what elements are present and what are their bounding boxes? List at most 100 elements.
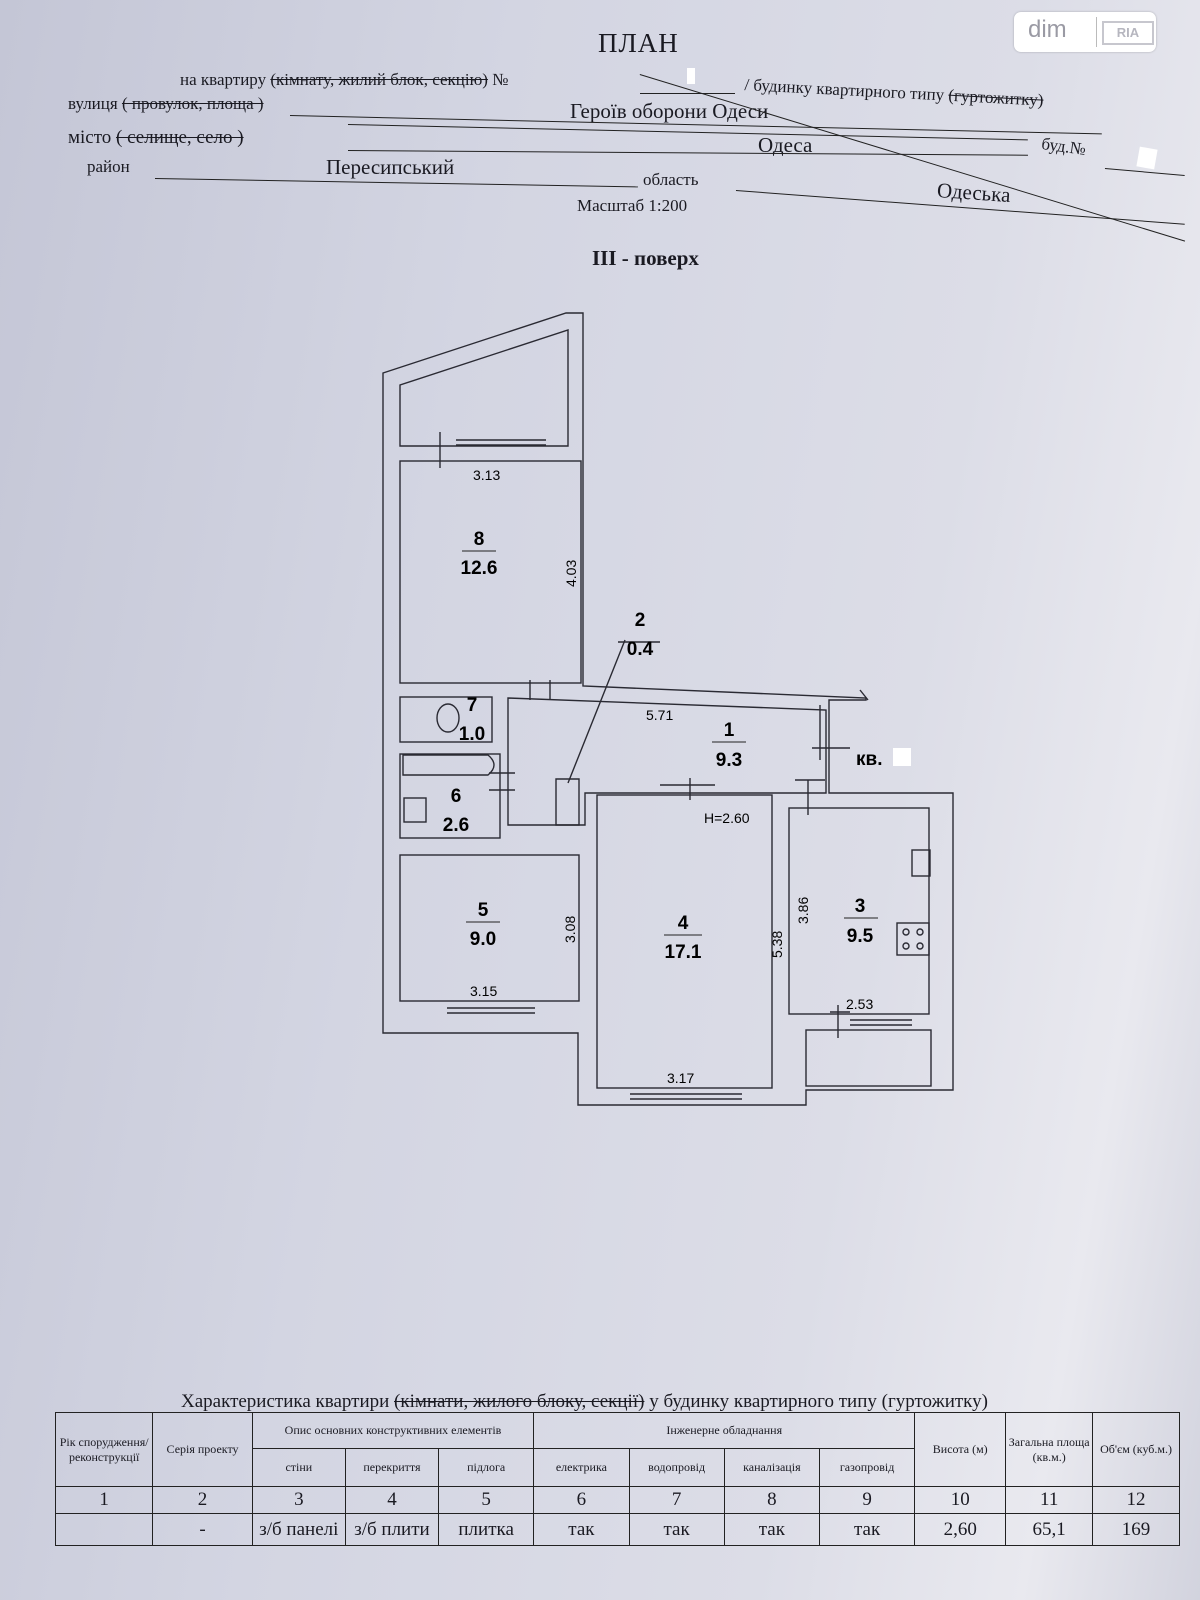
cell-area: 65,1 — [1005, 1513, 1094, 1546]
outer-wall — [382, 312, 954, 1106]
room-6-outline — [399, 753, 501, 839]
col-num: 10 — [914, 1486, 1007, 1514]
redaction-apartment-label — [893, 748, 911, 766]
bathtub-icon — [402, 754, 495, 776]
room-5-number: 5 — [478, 900, 489, 921]
room-1-outline — [507, 697, 827, 826]
dim-r3-height: 3.86 — [795, 897, 811, 924]
column-numbers-row: 1 2 3 4 5 6 7 8 9 10 11 12 — [54, 1486, 1180, 1514]
table-title-prefix: Характеристика квартири — [181, 1391, 390, 1412]
room-2-area: 0.4 — [627, 639, 654, 660]
room-7-number: 7 — [467, 695, 478, 716]
scale-label: Масштаб 1:200 — [577, 196, 688, 215]
room-7-area: 1.0 — [459, 724, 485, 745]
redaction-apartment-no — [687, 68, 695, 84]
room-4-number: 4 — [678, 913, 689, 934]
dim-r8-width: 3.13 — [473, 467, 500, 483]
th-gas: газопровід — [818, 1448, 916, 1487]
room-3-number: 3 — [855, 896, 866, 917]
col-num: 12 — [1092, 1486, 1180, 1514]
th-year: Рік спорудження/ реконструкції — [54, 1412, 154, 1487]
cell-floor: плитка — [438, 1513, 535, 1546]
room-2-leader — [567, 639, 626, 784]
ceiling-height-label: H=2.60 — [704, 810, 750, 826]
room-4-area: 17.1 — [665, 942, 702, 963]
th-water: водопровід — [628, 1448, 725, 1487]
logo-badge: RIA — [1102, 21, 1154, 45]
col-num: 5 — [438, 1486, 535, 1514]
cell-height: 2,60 — [914, 1513, 1007, 1546]
street-label: вулиця — [68, 94, 118, 113]
stove-icon — [896, 922, 930, 956]
th-floors-cov: перекриття — [344, 1448, 440, 1487]
apartment-prefix: на квартиру — [180, 70, 267, 89]
cell-volume: 169 — [1092, 1513, 1180, 1546]
room-2-number: 2 — [635, 610, 646, 631]
sink-icon — [911, 849, 931, 877]
dim-r8-height: 4.03 — [563, 560, 579, 587]
cell-sewer: так — [723, 1513, 820, 1546]
th-elements: Опис основних конструктивних елементів — [251, 1412, 535, 1449]
characteristics-table: Рік спорудження/ реконструкції Серія про… — [54, 1412, 1180, 1546]
toilet-icon — [436, 703, 460, 733]
dim-r5-height: 3.08 — [562, 916, 578, 943]
apartment-no-label: № — [492, 70, 509, 89]
street-label-line: вулиця ( провулок, площа ) — [68, 94, 264, 114]
cell-floors-cov: з/б плити — [344, 1513, 440, 1546]
apartment-label: кв. — [856, 749, 882, 770]
room-8-area: 12.6 — [461, 558, 498, 579]
room-2-outline — [555, 778, 580, 826]
cell-water: так — [628, 1513, 725, 1546]
door-marks — [439, 432, 850, 1038]
th-area: Загальна площа (кв.м.) — [1005, 1412, 1094, 1487]
city-struck: ( селище, село ) — [116, 127, 244, 148]
apartment-struck: (кімнату, жилий блок, секцію) — [270, 70, 488, 89]
room-8-number: 8 — [474, 529, 485, 550]
table-row: - з/б панелі з/б плити плитка так так та… — [54, 1513, 1180, 1546]
col-num: 1 — [54, 1486, 154, 1514]
logo-divider — [1096, 17, 1097, 47]
cell-walls: з/б панелі — [251, 1513, 346, 1546]
page-title: ПЛАН — [598, 28, 679, 58]
cell-electric: так — [533, 1513, 630, 1546]
cell-year — [54, 1513, 154, 1546]
dim-r1-width: 5.71 — [646, 707, 673, 723]
room-5-area: 9.0 — [470, 929, 496, 950]
room-8-outline — [399, 460, 582, 684]
room-5-outline — [399, 854, 580, 1002]
th-electric: електрика — [533, 1448, 630, 1487]
district-value: Пересипський — [326, 155, 455, 179]
col-num: 3 — [251, 1486, 346, 1514]
room-6-area: 2.6 — [443, 815, 469, 836]
underline-apartment-no — [640, 93, 735, 95]
room-4-outline — [596, 794, 773, 1089]
room-6-number: 6 — [451, 786, 462, 807]
table-title: Характеристика квартири (кімнати, жилого… — [181, 1391, 988, 1413]
dim-r4-width: 3.17 — [667, 1070, 694, 1086]
dimria-logo[interactable]: dim RIA — [1014, 12, 1156, 52]
col-num: 9 — [818, 1486, 916, 1514]
th-height: Висота (м) — [914, 1412, 1007, 1487]
logo-text: dim — [1028, 16, 1067, 43]
col-num: 7 — [628, 1486, 725, 1514]
table-title-suffix: у будинку квартирного типу (гуртожитку) — [649, 1391, 988, 1412]
cell-gas: так — [818, 1513, 916, 1546]
col-num: 11 — [1005, 1486, 1094, 1514]
city-label-line: місто ( селище, село ) — [68, 127, 244, 149]
room-1-number: 1 — [724, 720, 735, 741]
district-label: район — [87, 157, 130, 176]
balcony-top — [399, 329, 569, 447]
washbasin-icon — [403, 797, 427, 823]
table-title-struck: (кімнати, жилого блоку, секції) — [394, 1391, 645, 1412]
street-struck: ( провулок, площа ) — [121, 94, 264, 113]
balcony-bottom — [805, 1029, 932, 1087]
room-7-outline — [399, 696, 493, 743]
th-walls: стіни — [251, 1448, 346, 1487]
col-num: 8 — [723, 1486, 820, 1514]
th-engineering: Інженерне обладнання — [533, 1412, 916, 1449]
room-3-outline — [788, 807, 930, 1015]
region-label: область — [643, 170, 699, 189]
dim-r4-height: 5.38 — [769, 931, 785, 958]
window-marks — [447, 439, 912, 1100]
dim-r5-width: 3.15 — [470, 983, 497, 999]
